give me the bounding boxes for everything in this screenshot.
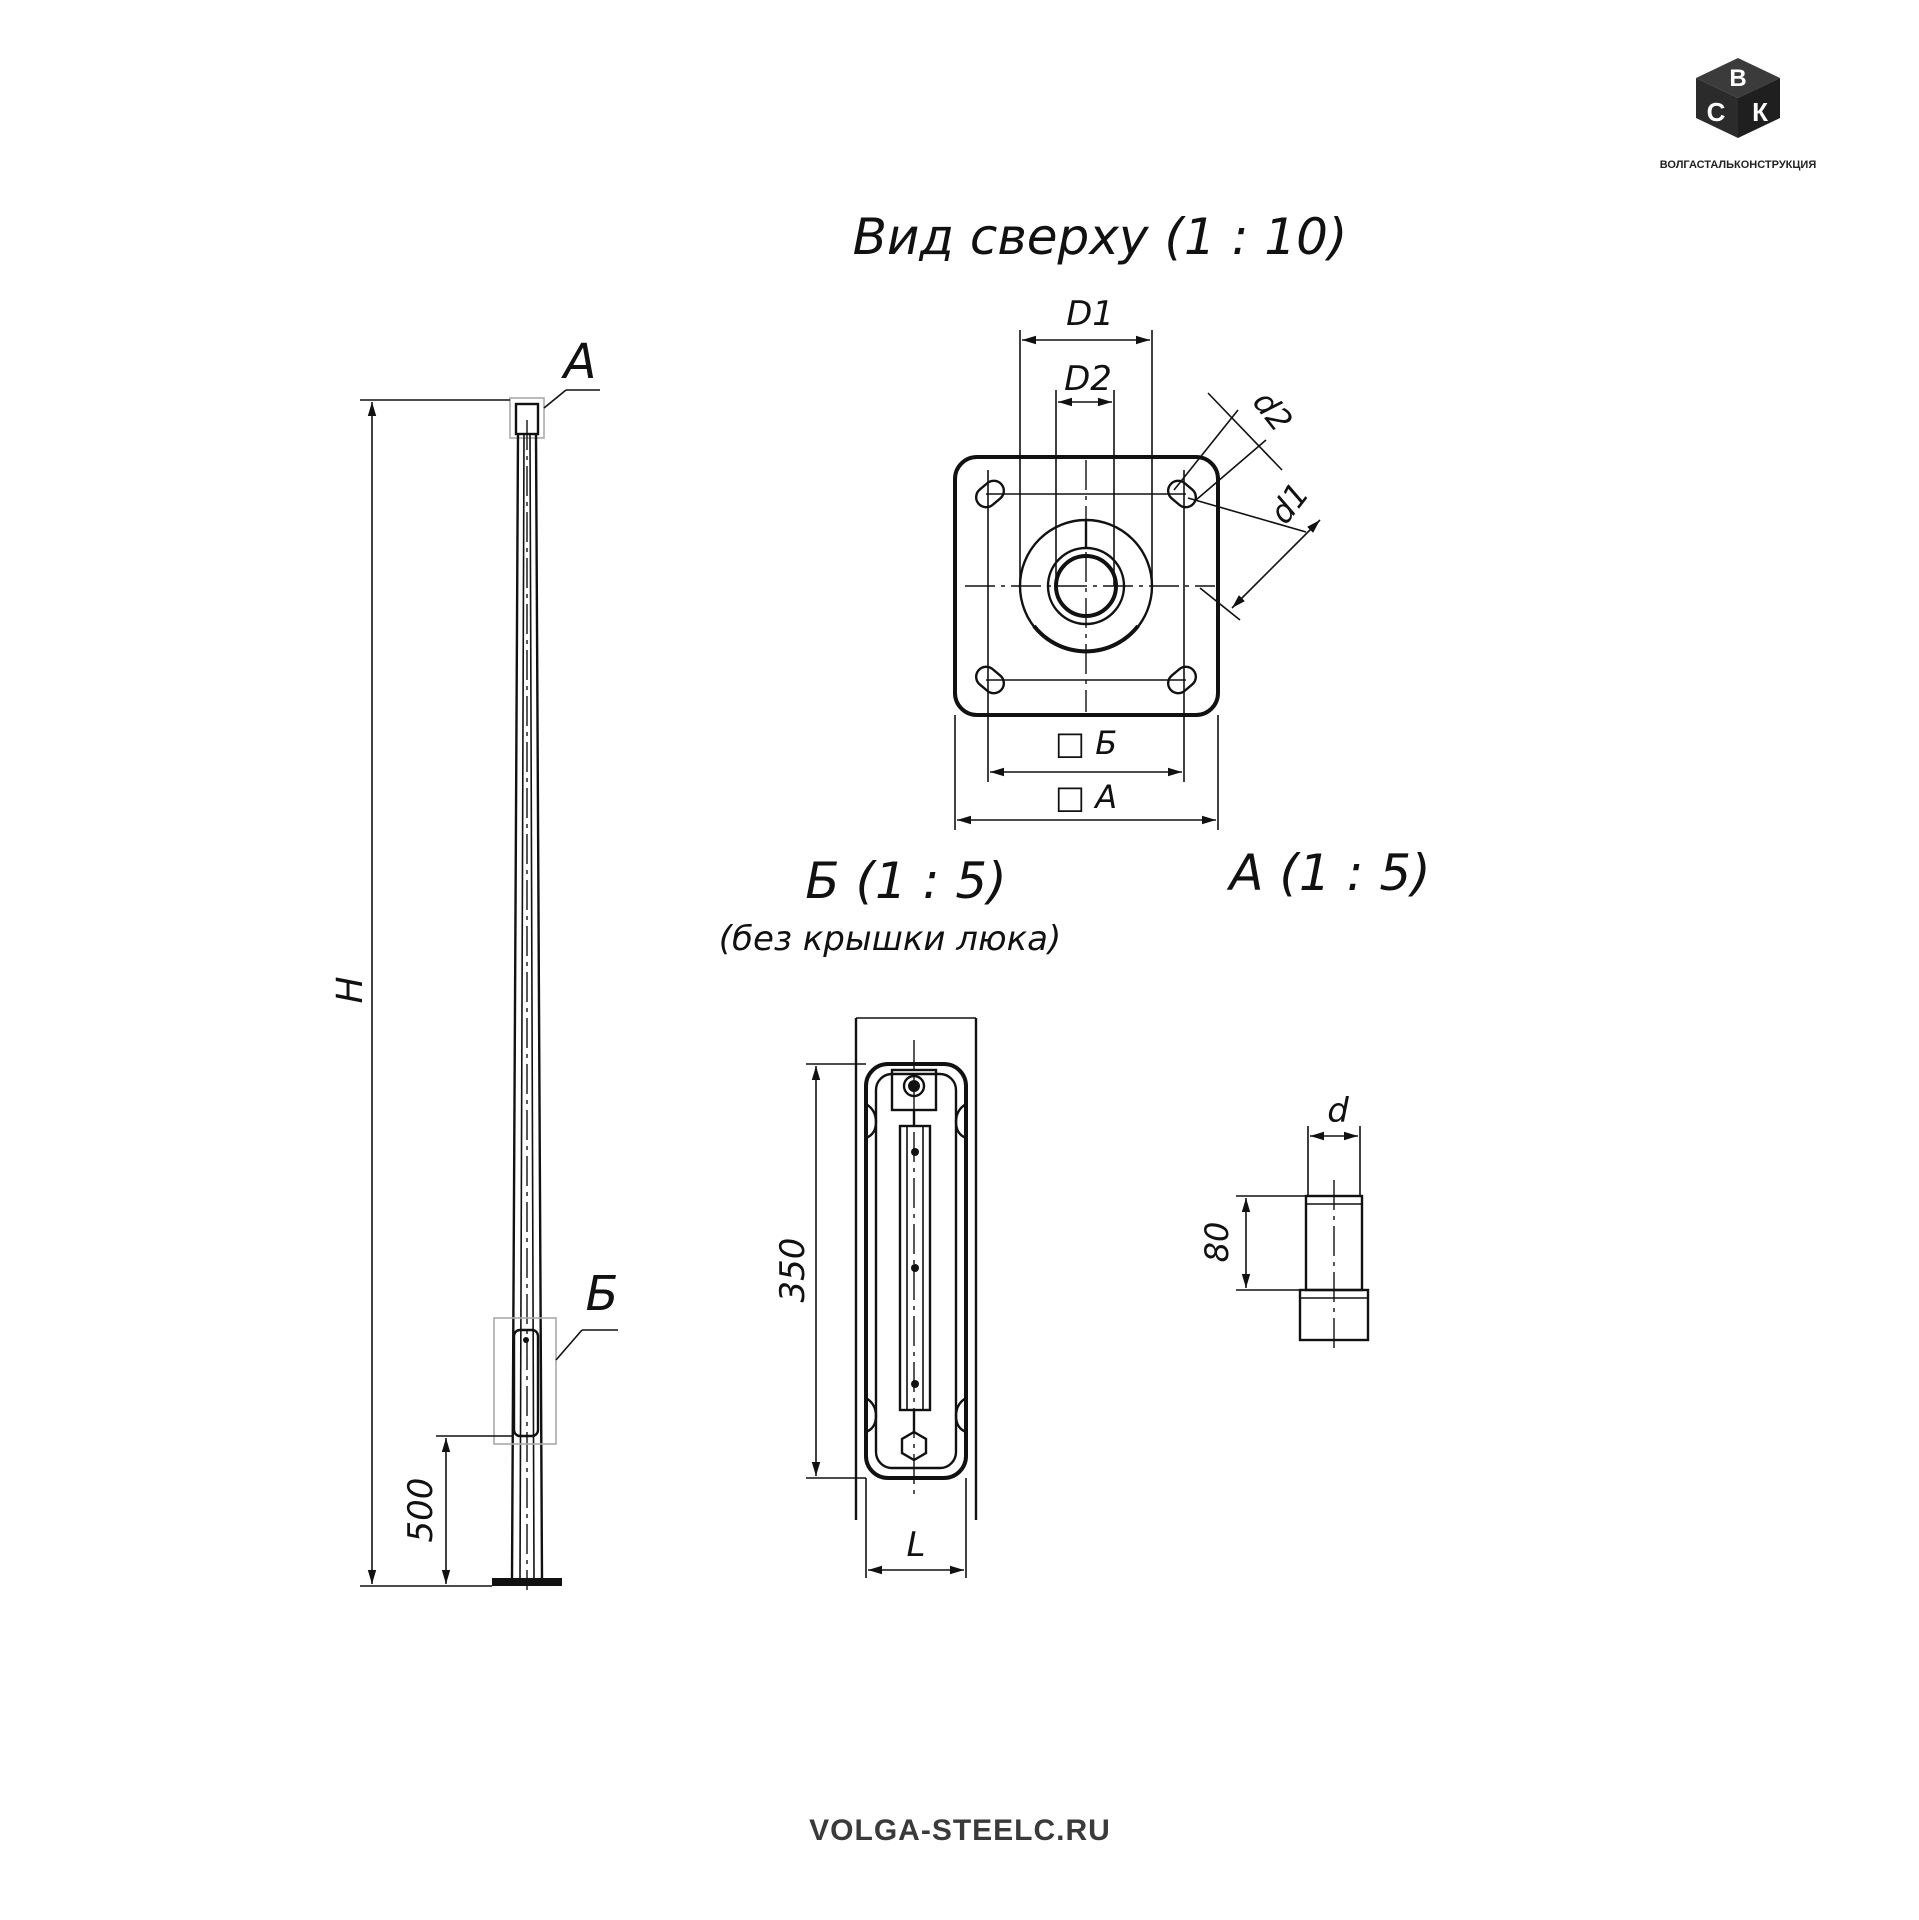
dim-d1-outer: D1 — [1066, 294, 1114, 334]
detail-b-height-label: 350 — [773, 1238, 813, 1303]
dim-square-a: □ А — [1055, 778, 1117, 816]
pole-height-label: H — [330, 976, 371, 1003]
hatch-height-label: 500 — [401, 1478, 441, 1543]
dim-d2-small: d2 — [1245, 384, 1300, 439]
detail-a-diameter-label: d — [1327, 1091, 1349, 1131]
detail-a-height-label: 80 — [1198, 1222, 1236, 1263]
dim-d2-inner: D2 — [1064, 359, 1112, 399]
footer-website-url: VOLGA-STEELC.RU — [809, 1814, 1111, 1847]
detail-b-title: Б (1 : 5) — [805, 852, 1006, 910]
pole-elevation: А Б H 500 — [330, 334, 618, 1590]
detail-b-hatch: 350 L — [773, 1017, 978, 1578]
top-view-title: Вид сверху (1 : 10) — [853, 208, 1348, 266]
detail-b-subtitle: (без крышки люка) — [719, 919, 1062, 959]
detail-a-title: А (1 : 5) — [1226, 844, 1430, 902]
logo-company-name: ВОЛГАСТАЛЬКОНСТРУКЦИЯ — [1660, 159, 1817, 171]
bolt-slot — [1166, 479, 1198, 509]
dim-d1-small: d1 — [1262, 476, 1317, 531]
pole-callout-a: А — [561, 334, 597, 390]
pole-callout-b: Б — [586, 1266, 619, 1322]
logo-cube-icon: В С К — [1696, 58, 1780, 138]
logo-letter-k: К — [1752, 97, 1768, 127]
logo-letter-v: В — [1729, 65, 1746, 92]
logo-letter-s: С — [1707, 97, 1726, 127]
detail-b-width-label: L — [907, 1525, 926, 1565]
detail-a-cap: d 80 — [1198, 1091, 1370, 1352]
bolt-slot — [974, 479, 1006, 509]
dim-square-b: □ Б — [1055, 724, 1117, 762]
bolt-slot — [974, 665, 1006, 695]
company-logo: В С К ВОЛГАСТАЛЬКОНСТРУКЦИЯ — [1660, 58, 1817, 171]
bolt-slot — [1166, 665, 1198, 695]
flange-top-view: D1 D2 d2 d1 □ Б □ А — [953, 294, 1321, 830]
